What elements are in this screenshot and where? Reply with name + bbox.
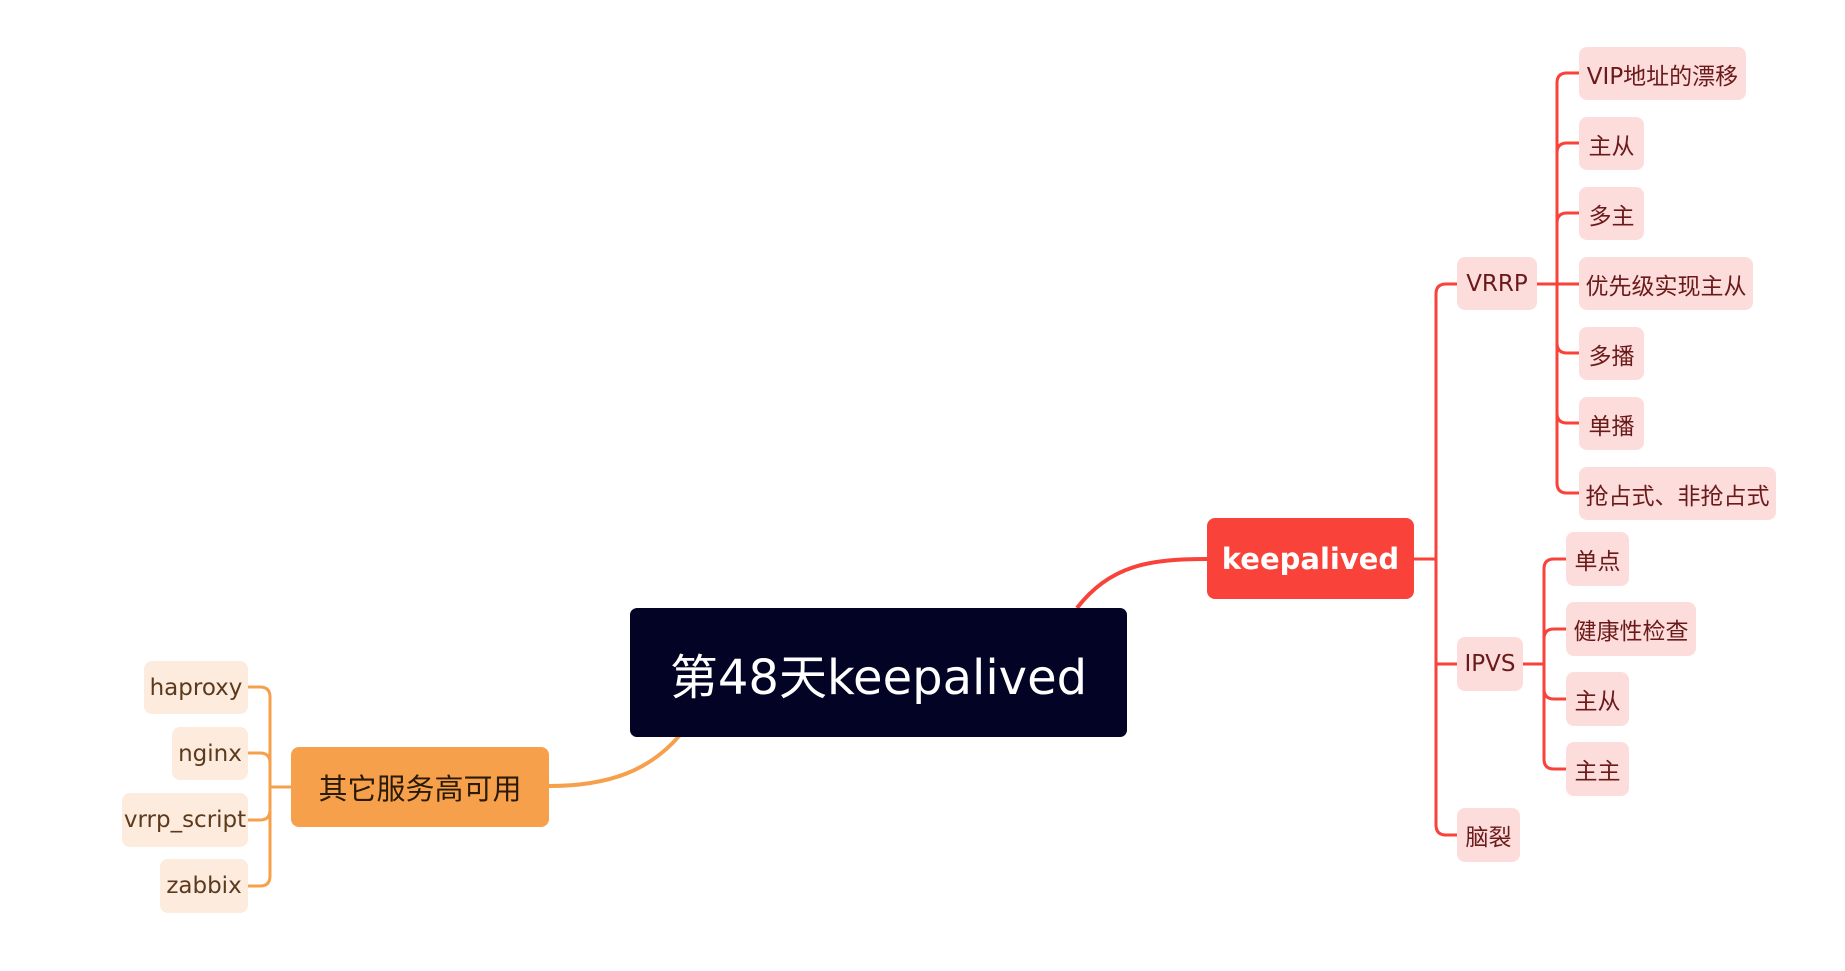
topic-ipvs-master-backup[interactable]: 主从 — [1566, 672, 1629, 726]
topic-ipvs[interactable]: IPVS — [1457, 637, 1523, 691]
topic-zabbix[interactable]: zabbix — [160, 859, 248, 913]
topic-label: VIP地址的漂移 — [1586, 63, 1739, 90]
topic-master-master[interactable]: 主主 — [1566, 742, 1629, 796]
topic-label: 多主 — [1588, 203, 1635, 230]
topic-health-check[interactable]: 健康性检查 — [1566, 602, 1696, 656]
topic-label: 脑裂 — [1465, 825, 1512, 851]
topic-label: 健康性检查 — [1573, 619, 1689, 645]
topic-label: IPVS — [1464, 651, 1516, 677]
topic-label: vrrp_script — [123, 807, 247, 833]
topic-label: 抢占式、非抢占式 — [1585, 483, 1770, 510]
topic-label: nginx — [178, 740, 242, 767]
topic-label: VRRP — [1466, 270, 1528, 297]
topic-multicast[interactable]: 多播 — [1579, 327, 1644, 380]
topic-label: 主从 — [1588, 133, 1635, 160]
topic-priority-master-backup[interactable]: 优先级实现主从 — [1579, 257, 1753, 310]
topic-label: 其它服务高可用 — [318, 772, 522, 806]
topic-label: 优先级实现主从 — [1585, 273, 1747, 300]
topic-split-brain[interactable]: 脑裂 — [1457, 808, 1520, 862]
topic-label: 单点 — [1574, 549, 1621, 575]
topic-label: zabbix — [166, 873, 242, 899]
topic-label: 多播 — [1588, 343, 1635, 370]
topic-keepalived[interactable]: keepalived — [1207, 518, 1414, 599]
topic-label: haproxy — [149, 674, 243, 701]
topic-vrrp-script[interactable]: vrrp_script — [122, 793, 248, 847]
topic-label: 主主 — [1574, 759, 1621, 785]
topic-master-backup[interactable]: 主从 — [1579, 117, 1644, 170]
topic-preempt[interactable]: 抢占式、非抢占式 — [1579, 467, 1776, 520]
topic-other-ha[interactable]: 其它服务高可用 — [291, 747, 549, 827]
topic-label: 主从 — [1574, 689, 1621, 715]
topic-nginx[interactable]: nginx — [172, 727, 248, 780]
topic-haproxy[interactable]: haproxy — [144, 661, 248, 714]
topic-vrrp[interactable]: VRRP — [1457, 257, 1537, 310]
topic-multi-master[interactable]: 多主 — [1579, 187, 1644, 240]
root-topic-label: 第48天keepalived — [669, 649, 1088, 706]
topic-label: 单播 — [1588, 413, 1635, 440]
topic-unicast[interactable]: 单播 — [1579, 397, 1644, 450]
topic-label: keepalived — [1221, 541, 1400, 576]
root-topic[interactable]: 第48天keepalived — [630, 608, 1127, 737]
topic-single-point[interactable]: 单点 — [1566, 532, 1629, 586]
topic-vip-drift[interactable]: VIP地址的漂移 — [1579, 47, 1746, 100]
